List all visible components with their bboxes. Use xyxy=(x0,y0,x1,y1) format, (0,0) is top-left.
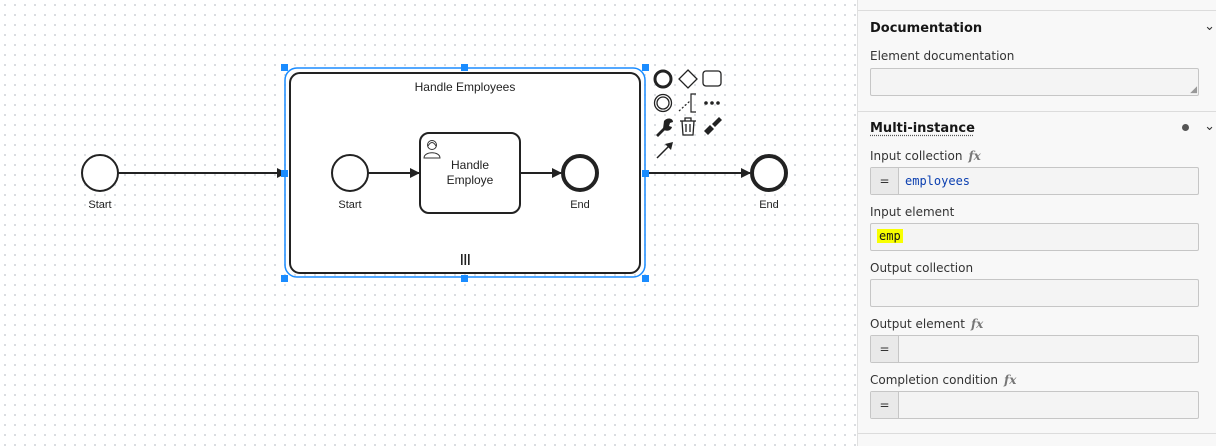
output-collection-label: Output collection xyxy=(870,261,974,275)
element-documentation-input[interactable]: ◢ xyxy=(870,68,1199,96)
input-collection-value: employees xyxy=(905,174,971,188)
end-event-outer[interactable] xyxy=(750,154,788,192)
user-task-label-line2: Employe xyxy=(447,173,494,187)
context-pad xyxy=(653,69,722,159)
user-task-handle-employe[interactable] xyxy=(419,132,521,214)
bpmn-canvas[interactable]: Start End Handle Employees xyxy=(0,0,857,446)
fx-icon[interactable]: fx xyxy=(968,149,981,163)
gateway-icon[interactable] xyxy=(678,69,698,89)
user-task-label-line1: Handle xyxy=(451,158,489,172)
input-collection-label: Input collection fx xyxy=(870,149,981,163)
text-annotation-icon[interactable] xyxy=(678,93,696,113)
multi-instance-section: Multi-instance ⌄ Input collection fx = em… xyxy=(858,112,1216,434)
fx-icon[interactable]: fx xyxy=(970,317,984,331)
wrench-icon[interactable] xyxy=(656,118,673,137)
equals-icon: = xyxy=(871,336,899,362)
intermediate-event-icon[interactable] xyxy=(653,93,673,113)
input-element-field[interactable]: emp xyxy=(870,223,1199,251)
bpmn-diagram: Start End Handle Employees xyxy=(81,64,788,282)
properties-panel: Documentation ⌄ Element documentation ◢ … xyxy=(857,0,1216,446)
chevron-down-icon[interactable]: ⌄ xyxy=(1204,119,1215,134)
equals-icon: = xyxy=(871,392,899,418)
multi-instance-section-title[interactable]: Multi-instance xyxy=(870,121,975,136)
start-event-inner-label: Start xyxy=(338,199,361,211)
documentation-section: Documentation ⌄ Element documentation ◢ xyxy=(858,10,1216,112)
input-element-label: Input element xyxy=(870,205,955,219)
output-element-label: Output element fx xyxy=(870,317,983,331)
parallel-multi-instance-icon xyxy=(461,254,470,265)
start-event-inner[interactable] xyxy=(331,154,369,192)
input-collection-label-text: Input collection xyxy=(870,149,963,163)
input-collection-field[interactable]: = employees xyxy=(870,167,1199,195)
subprocess-title: Handle Employees xyxy=(415,80,516,94)
output-element-label-text: Output element xyxy=(870,317,965,331)
documentation-section-title[interactable]: Documentation xyxy=(870,21,983,36)
completion-condition-field[interactable]: = xyxy=(870,391,1199,419)
paint-brush-icon[interactable] xyxy=(704,117,722,135)
connect-arrow-icon[interactable] xyxy=(656,142,673,159)
end-event-inner-label: End xyxy=(570,199,590,211)
fx-icon[interactable]: fx xyxy=(1004,373,1017,387)
output-collection-field[interactable] xyxy=(870,279,1199,307)
output-element-field[interactable]: = xyxy=(870,335,1199,363)
completion-condition-label-text: Completion condition xyxy=(870,373,999,387)
chevron-down-icon[interactable]: ⌄ xyxy=(1204,19,1215,34)
resize-handles[interactable] xyxy=(281,64,649,282)
trash-icon[interactable] xyxy=(680,117,696,136)
end-event-outer-label: End xyxy=(759,199,779,211)
status-dot-icon xyxy=(1182,124,1189,131)
start-event-outer-label: Start xyxy=(88,199,111,211)
input-element-value: emp xyxy=(877,229,903,243)
resize-grip-icon[interactable]: ◢ xyxy=(1190,85,1197,95)
start-event-outer[interactable] xyxy=(81,154,119,192)
user-icon xyxy=(423,140,441,159)
end-event-inner[interactable] xyxy=(561,154,599,192)
end-event-icon[interactable] xyxy=(653,69,673,89)
element-documentation-label: Element documentation xyxy=(870,49,1015,63)
completion-condition-label: Completion condition fx xyxy=(870,373,1016,387)
more-icon[interactable] xyxy=(704,101,720,105)
task-icon[interactable] xyxy=(702,70,722,87)
equals-icon: = xyxy=(871,168,899,194)
